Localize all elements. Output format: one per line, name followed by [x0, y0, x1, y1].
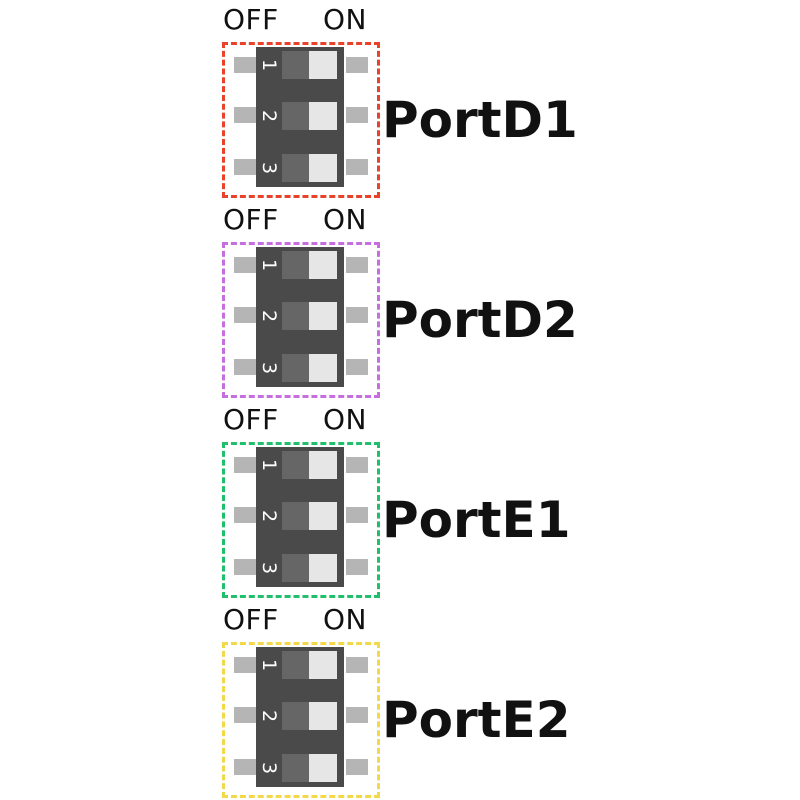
right-pin [346, 507, 368, 523]
port-label: PortD1 [382, 91, 578, 149]
right-pin [346, 457, 368, 473]
switch-toggle-1[interactable] [309, 251, 337, 279]
switch-toggle-3[interactable] [309, 154, 337, 182]
switch-number-1: 1 [258, 658, 280, 672]
switch-number-1: 1 [258, 58, 280, 72]
switch-number-3: 3 [258, 561, 280, 575]
left-pin [234, 159, 256, 175]
left-pin [234, 657, 256, 673]
switch-number-1: 1 [258, 258, 280, 272]
left-pin [234, 57, 256, 73]
left-pin [234, 307, 256, 323]
switch-number-2: 2 [258, 109, 280, 123]
on-label: ON [323, 603, 367, 636]
right-pin [346, 657, 368, 673]
left-pin [234, 707, 256, 723]
left-pin [234, 559, 256, 575]
switch-toggle-2[interactable] [309, 102, 337, 130]
dip-switch-group-porte1: OFF ON 1 2 3 PortE1 [0, 400, 800, 600]
left-pin [234, 107, 256, 123]
on-label: ON [323, 203, 367, 236]
port-label: PortE2 [382, 691, 571, 749]
switch-toggle-3[interactable] [309, 354, 337, 382]
off-label: OFF [223, 3, 279, 36]
switch-toggle-2[interactable] [309, 702, 337, 730]
on-label: ON [323, 403, 367, 436]
off-label: OFF [223, 403, 279, 436]
switch-number-2: 2 [258, 309, 280, 323]
group-frame [222, 642, 380, 798]
group-frame [222, 242, 380, 398]
off-label: OFF [223, 203, 279, 236]
right-pin [346, 257, 368, 273]
off-label: OFF [223, 603, 279, 636]
left-pin [234, 759, 256, 775]
switch-number-3: 3 [258, 161, 280, 175]
left-pin [234, 457, 256, 473]
right-pin [346, 759, 368, 775]
switch-toggle-1[interactable] [309, 651, 337, 679]
switch-toggle-1[interactable] [309, 51, 337, 79]
switch-number-1: 1 [258, 458, 280, 472]
group-frame [222, 42, 380, 198]
dip-switch-group-portd1: OFF ON 1 2 3 PortD1 [0, 0, 800, 200]
dip-switch-group-porte2: OFF ON 1 2 3 PortE2 [0, 600, 800, 800]
switch-number-2: 2 [258, 509, 280, 523]
switch-toggle-3[interactable] [309, 754, 337, 782]
left-pin [234, 257, 256, 273]
dip-switch-group-portd2: OFF ON 1 2 3 PortD2 [0, 200, 800, 400]
switch-number-3: 3 [258, 361, 280, 375]
left-pin [234, 507, 256, 523]
right-pin [346, 707, 368, 723]
right-pin [346, 307, 368, 323]
right-pin [346, 107, 368, 123]
port-label: PortE1 [382, 491, 571, 549]
left-pin [234, 359, 256, 375]
switch-toggle-3[interactable] [309, 554, 337, 582]
switch-number-3: 3 [258, 761, 280, 775]
right-pin [346, 159, 368, 175]
switch-toggle-2[interactable] [309, 502, 337, 530]
right-pin [346, 559, 368, 575]
right-pin [346, 359, 368, 375]
switch-number-2: 2 [258, 709, 280, 723]
switch-toggle-2[interactable] [309, 302, 337, 330]
group-frame [222, 442, 380, 598]
on-label: ON [323, 3, 367, 36]
port-label: PortD2 [382, 291, 578, 349]
right-pin [346, 57, 368, 73]
switch-toggle-1[interactable] [309, 451, 337, 479]
